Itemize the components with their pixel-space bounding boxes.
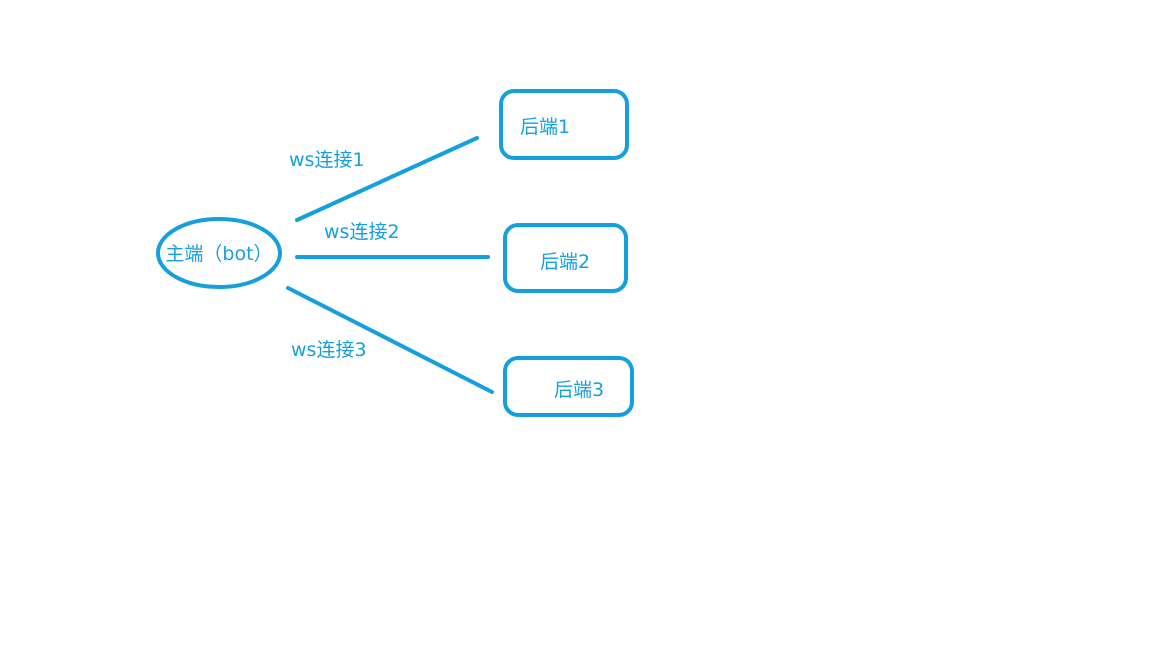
main-node-ellipse: [156, 217, 282, 289]
backend-node-1-box: [499, 89, 629, 160]
backend-node-1: 后端1: [499, 89, 629, 160]
connection-label-2: ws连接2: [324, 221, 400, 243]
connection-label-3: ws连接3: [291, 339, 367, 361]
connection-label-1: ws连接1: [289, 149, 365, 171]
backend-node-3-label: 后端3: [554, 379, 604, 401]
main-node-label: 主端（bot）: [165, 243, 272, 265]
backend-node-3: 后端3: [503, 356, 634, 417]
main-node: 主端（bot）: [156, 217, 282, 289]
backend-node-2-label: 后端2: [540, 251, 590, 273]
backend-node-2: 后端2: [503, 223, 628, 293]
backend-node-2-box: [503, 223, 628, 293]
backend-node-3-box: [503, 356, 634, 417]
backend-node-1-label: 后端1: [520, 116, 570, 138]
connection-line-3: [286, 286, 494, 394]
connection-line-1: [295, 136, 479, 222]
